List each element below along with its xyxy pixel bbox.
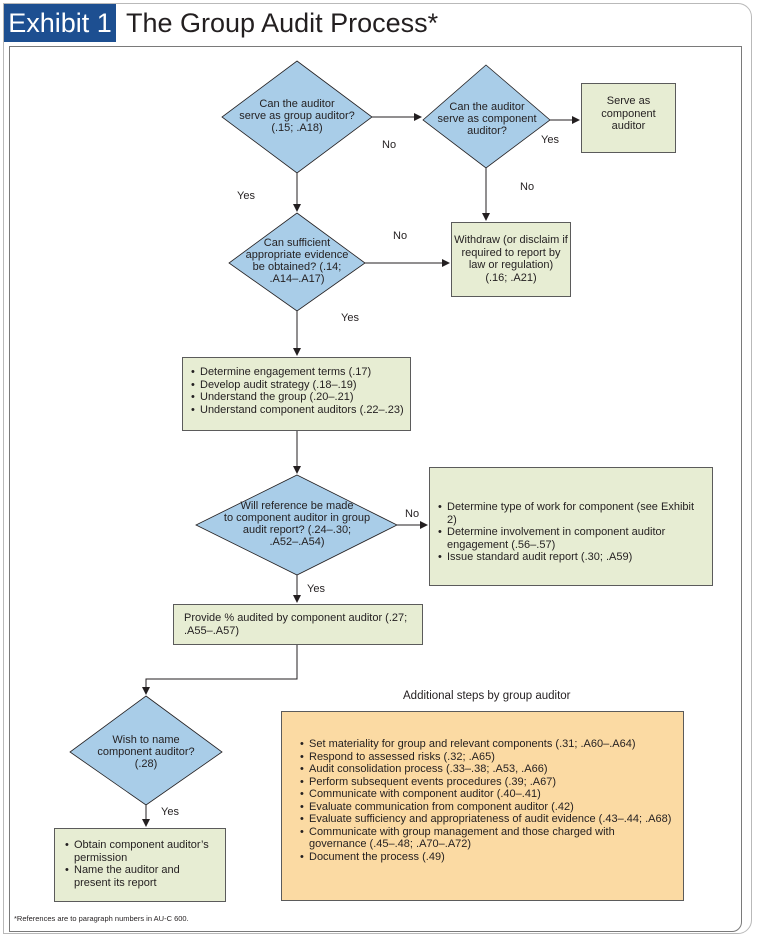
percent-audited-box: Provide % audited by component auditor (… <box>173 604 423 645</box>
footnote: *References are to paragraph numbers in … <box>14 914 189 923</box>
list-item: Perform subsequent events procedures (.3… <box>300 776 675 789</box>
list-item: Communicate with component auditor (.40–… <box>300 788 675 801</box>
list-item: Determine type of work for component (se… <box>438 501 706 526</box>
engagement-steps-box: Determine engagement terms (.17) Develop… <box>182 357 411 431</box>
decision-line: appropriate evidence <box>245 249 349 261</box>
box-line: (.16; .A21) <box>485 271 537 284</box>
decision-line: Will reference be made <box>240 500 354 512</box>
list-item: Issue standard audit report (.30; .A59) <box>438 551 706 564</box>
list-item: Develop audit strategy (.18–.19) <box>191 379 410 392</box>
decision-line: serve as group auditor? <box>239 110 355 122</box>
exhibit-frame <box>3 3 752 934</box>
decision-line: be obtained? (.14; <box>252 261 342 273</box>
decision-line: .A14–.A17) <box>269 273 325 285</box>
edge-label-yes: Yes <box>307 583 325 595</box>
edge-percent-to-name <box>142 645 298 695</box>
list-item: Audit consolidation process (.33–.38; .A… <box>300 763 675 776</box>
box-line: Serve as <box>606 95 651 107</box>
decision-line: component auditor? <box>97 746 195 758</box>
decision-line: Can the auditor <box>449 101 525 113</box>
box-line: required to report by <box>461 246 561 259</box>
decision-component-auditor: Can the auditor serve as component audit… <box>431 101 543 137</box>
decision-line: to component auditor in group <box>223 512 371 524</box>
withdraw-box: Withdraw (or disclaim if required to rep… <box>451 222 571 297</box>
list-item: Name the auditor and present its report <box>65 864 219 889</box>
diagram-panel <box>9 46 742 932</box>
edge-label-no: No <box>520 181 535 193</box>
exhibit-badge: Exhibit 1 <box>4 4 116 42</box>
additional-steps-heading: Additional steps by group auditor <box>403 690 571 702</box>
list-item: Document the process (.49) <box>300 851 675 864</box>
obtain-permission-box: Obtain component auditor’s permission Na… <box>54 828 226 902</box>
list-item: Obtain component auditor’s permission <box>65 839 219 864</box>
edge-label-yes: Yes <box>541 134 559 146</box>
box-line: law or regulation) <box>468 259 554 271</box>
decision-group-auditor: Can the auditor serve as group auditor? … <box>232 98 362 134</box>
decision-line: auditor? <box>467 125 507 137</box>
list-item: Understand the group (.20–.21) <box>191 391 410 404</box>
list-item: Evaluate communication from component au… <box>300 801 675 814</box>
edge-label-no: No <box>393 230 408 242</box>
edge-label-yes: Yes <box>237 190 255 202</box>
list-item: Determine involvement in component audit… <box>438 526 706 551</box>
decision-line: Can the auditor <box>259 98 335 110</box>
decision-line: Can sufficient <box>263 237 331 249</box>
list-item: Understand component auditors (.22–.23) <box>191 404 410 417</box>
component-work-box: Determine type of work for component (se… <box>429 467 713 586</box>
box-line: component <box>601 107 656 120</box>
box-line: Provide % audited by component auditor (… <box>184 612 408 637</box>
decision-name-auditor: Wish to name component auditor? (.28) <box>86 734 206 770</box>
serve-component-box: Serve as component auditor <box>581 83 676 153</box>
edge-label-no: No <box>382 139 397 151</box>
decision-line: (.15; .A18) <box>271 122 323 134</box>
list-item: Evaluate sufficiency and appropriateness… <box>300 813 675 826</box>
list-item: Determine engagement terms (.17) <box>191 366 410 379</box>
decision-line: serve as component <box>437 113 537 125</box>
edge-label-no: No <box>405 508 420 520</box>
box-line: Withdraw (or disclaim if <box>454 234 568 246</box>
box-line: auditor <box>611 120 646 132</box>
edge-label-yes: Yes <box>161 806 179 818</box>
list-item: Set materiality for group and relevant c… <box>300 738 675 751</box>
decision-line: Wish to name <box>112 734 180 746</box>
decision-sufficient-evidence: Can sufficient appropriate evidence be o… <box>240 237 354 285</box>
decision-line: (.28) <box>134 758 158 770</box>
list-item: Respond to assessed risks (.32; .A65) <box>300 751 675 764</box>
additional-steps-box: Set materiality for group and relevant c… <box>281 711 684 901</box>
page-title: The Group Audit Process* <box>126 8 439 38</box>
decision-line: .A52–.A54) <box>269 536 325 548</box>
decision-reference-made: Will reference be made to component audi… <box>217 500 377 548</box>
decision-line: audit report? (.24–.30; <box>242 524 352 536</box>
list-item: Communicate with group management and th… <box>300 826 675 851</box>
edge-label-yes: Yes <box>341 312 359 324</box>
